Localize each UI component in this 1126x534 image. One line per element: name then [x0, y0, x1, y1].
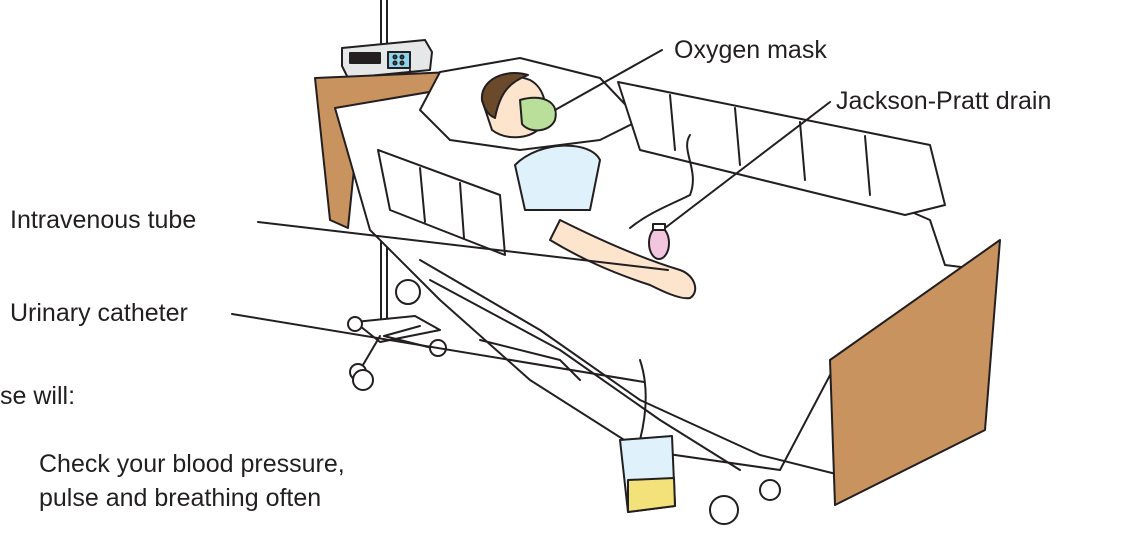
label-jackson-pratt-drain: Jackson-Pratt drain [836, 86, 1051, 116]
label-intravenous-tube: Intravenous tube [10, 205, 196, 235]
label-oxygen-mask: Oxygen mask [674, 35, 827, 65]
label-urinary-catheter: Urinary catheter [10, 298, 188, 328]
iv-pump [342, 40, 432, 78]
bullet-line-2: pulse and breathing often [39, 482, 321, 514]
bullet-line-1: Check your blood pressure, [39, 448, 345, 480]
intro-text-fragment: se will: [0, 380, 75, 412]
